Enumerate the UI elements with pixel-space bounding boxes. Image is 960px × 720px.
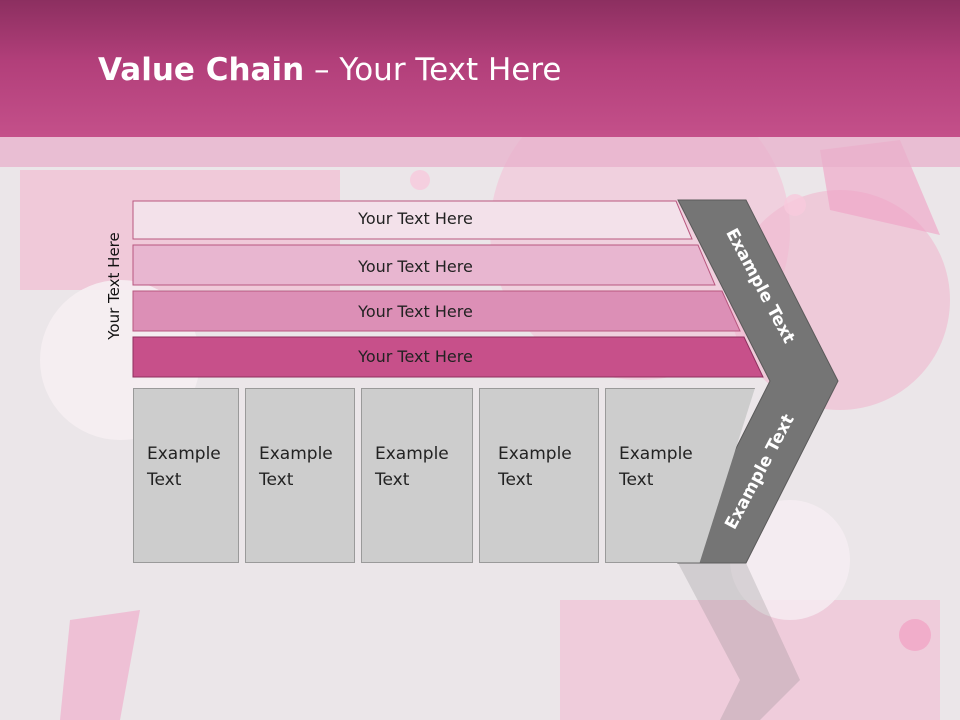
bar-3-shape: [132, 290, 741, 332]
box-5-line2: Text: [619, 470, 654, 490]
bar-3-label: Your Text Here: [358, 302, 473, 321]
bar-1-label: Your Text Here: [358, 209, 473, 228]
title-bar-strip: [0, 137, 960, 167]
title-bar: [0, 0, 960, 137]
chevron-reflection: [678, 563, 800, 720]
title-rest: – Your Text Here: [304, 52, 562, 88]
bar-2-shape: [132, 244, 716, 286]
box-4-line1: Example: [498, 444, 572, 464]
boxes-reflection: [133, 563, 773, 713]
box-4-line2: Text: [498, 470, 533, 490]
box-1-line2: Text: [147, 470, 182, 490]
bar-4-shape: [132, 336, 764, 378]
bar-2-label: Your Text Here: [358, 257, 473, 276]
box-2-line1: Example: [259, 444, 333, 464]
box-5-line1: Example: [619, 444, 693, 464]
bar-1-shape: [132, 200, 693, 240]
box-1-line1: Example: [147, 444, 221, 464]
title-bold: Value Chain: [98, 52, 305, 88]
page-title: Value Chain – Your Text Here: [98, 52, 561, 88]
bar-4-label: Your Text Here: [358, 347, 473, 366]
chevron-shape: [677, 199, 839, 564]
box-2-line2: Text: [259, 470, 294, 490]
box-3-line1: Example: [375, 444, 449, 464]
box-3-line2: Text: [375, 470, 410, 490]
